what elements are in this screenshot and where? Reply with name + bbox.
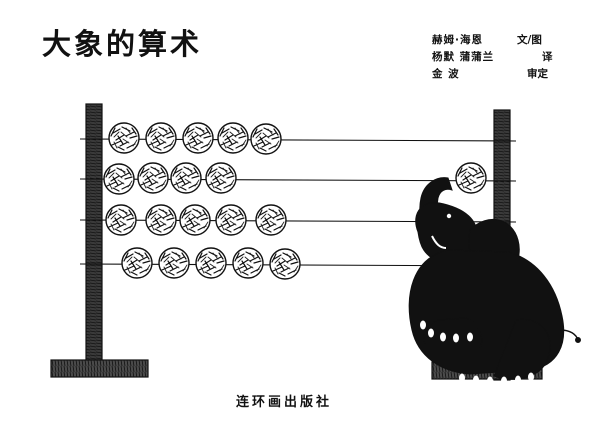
credit-role: 译 [542,51,553,63]
credit-translator: 杨默 蒲蒲兰 译 [432,49,582,66]
elephant [408,177,581,380]
credit-author: 赫姆·海恩 文/图 [432,32,582,49]
credits-block: 赫姆·海恩 文/图 杨默 蒲蒲兰 译 金 波 审定 [432,32,582,83]
bead-row-2 [103,162,237,195]
credit-name: 金 波 [432,68,460,80]
bead-row-3 [105,204,287,236]
credit-name: 赫姆·海恩 [432,34,483,46]
bead-row-4 [121,247,301,280]
abacus-left-base [50,359,149,378]
elephant-toenails [420,320,534,386]
publisher-name: 连环画出版社 [236,395,333,410]
credit-name: 杨默 蒲蒲兰 [432,51,495,63]
credit-role: 文/图 [517,34,542,46]
credit-reviewer: 金 波 审定 [432,66,582,83]
bead-row-1 [108,122,282,155]
credit-role: 审定 [527,68,548,80]
bead-held-by-elephant [455,162,487,194]
abacus-left-post [85,103,103,375]
book-title: 大象的算术 [42,27,203,61]
